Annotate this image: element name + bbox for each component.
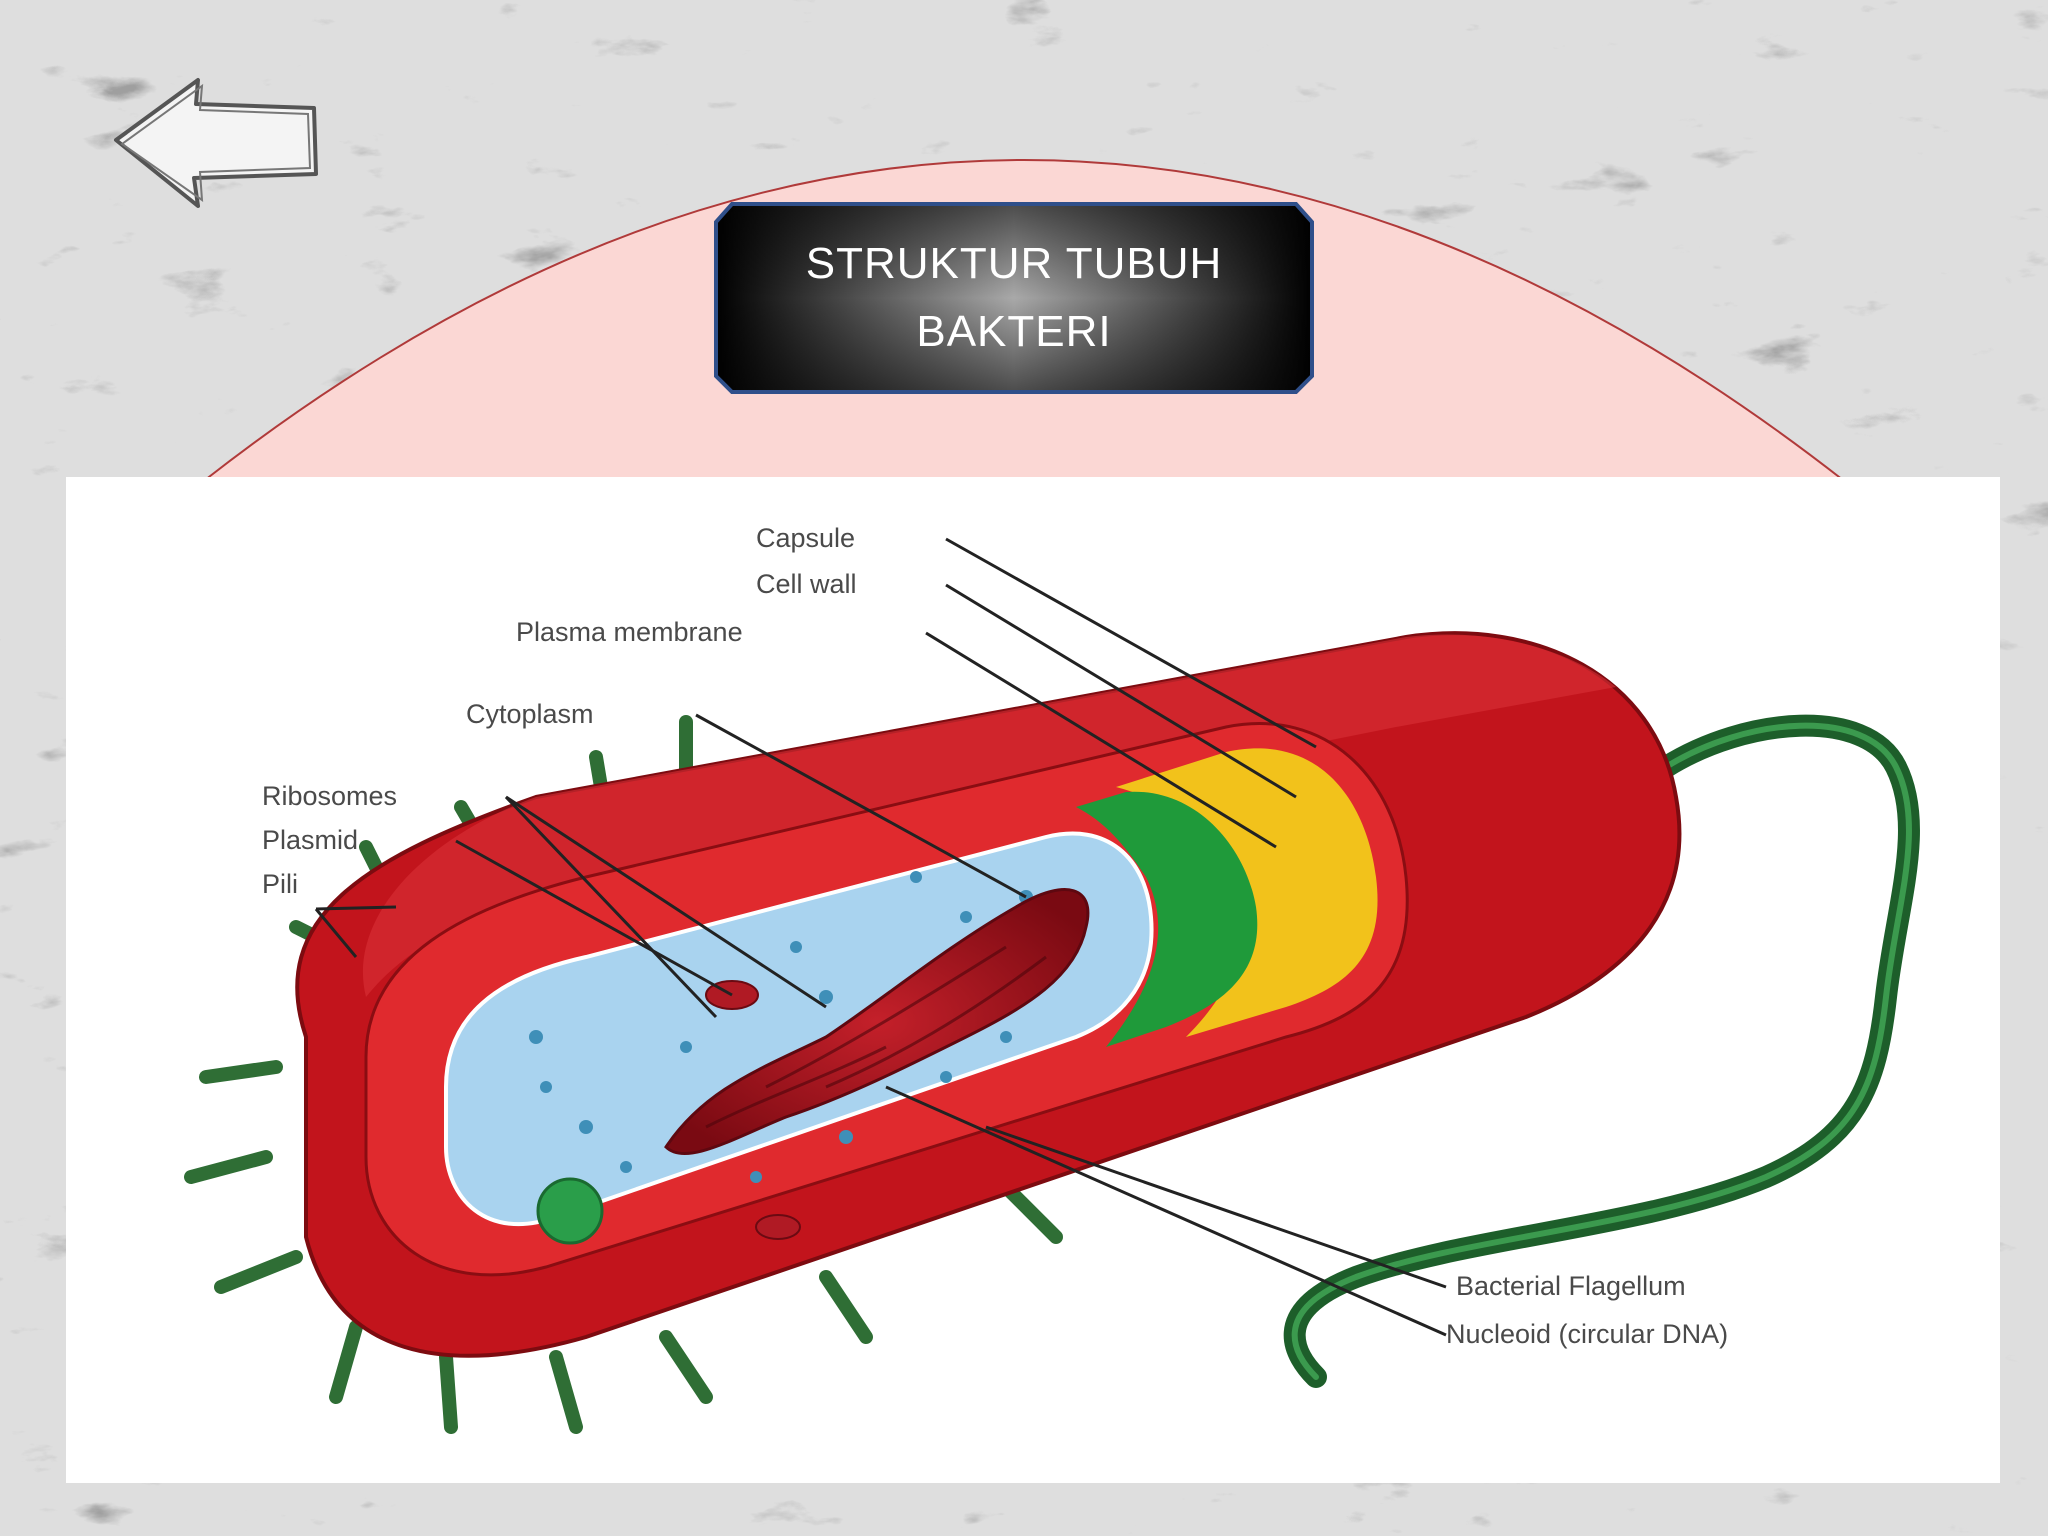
plasmid-2: [755, 1214, 801, 1240]
label-cell-wall: Cell wall: [756, 569, 857, 599]
plasma-membrane-layer: [1076, 791, 1258, 1047]
hand-drawn-left-arrow-icon: [114, 78, 318, 208]
label-pili: Pili: [262, 869, 298, 899]
label-ribosomes: Ribosomes: [262, 781, 397, 811]
label-capsule: Capsule: [756, 523, 855, 553]
granule: [536, 1177, 604, 1245]
label-nucleoid: Nucleoid (circular DNA): [1446, 1319, 1728, 1349]
title-box: STRUKTUR TUBUH BAKTERI: [714, 202, 1314, 394]
title-box-shape: [714, 202, 1314, 394]
slide-title: STRUKTUR TUBUH BAKTERI: [805, 239, 1223, 356]
bacteria-cell-illustration: Capsule Cell wall Plasma membrane Cytopl…: [184, 523, 1920, 1434]
leader-lines: [314, 537, 1447, 1337]
label-flagellum: Bacterial Flagellum: [1456, 1271, 1686, 1301]
back-arrow-button[interactable]: [108, 74, 322, 214]
bacteria-diagram-panel: Capsule Cell wall Plasma membrane Cytopl…: [66, 477, 2000, 1483]
nucleoid: [664, 888, 1090, 1156]
label-cytoplasm: Cytoplasm: [466, 699, 594, 729]
label-plasma-membrane: Plasma membrane: [516, 617, 743, 647]
label-plasmid: Plasmid: [262, 825, 358, 855]
